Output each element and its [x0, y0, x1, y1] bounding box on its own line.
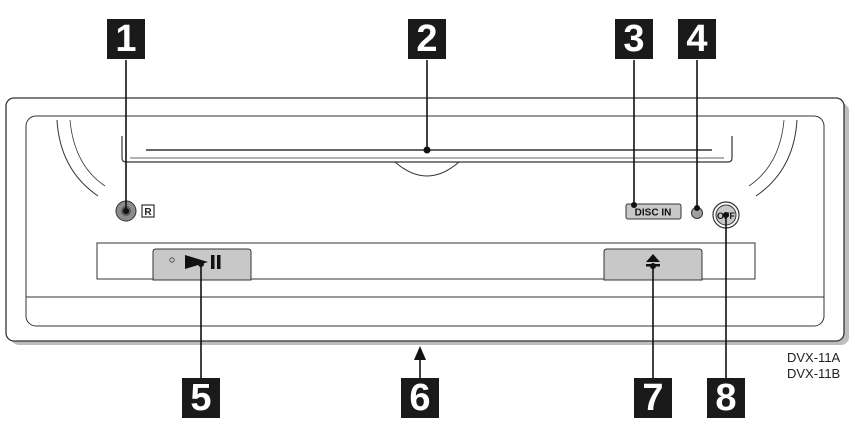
eject-icon-triangle — [646, 254, 660, 262]
callout-5: 5 — [182, 378, 220, 418]
pause-icon-bar-right — [217, 255, 221, 269]
button-recess — [96, 242, 756, 280]
leader-dot-8 — [723, 212, 729, 218]
play-icon — [185, 255, 208, 269]
leader-dot-4 — [694, 205, 700, 211]
bezel-left-curve-inner — [69, 119, 106, 187]
disc-in-badge — [625, 203, 682, 220]
bezel-right-curve — [755, 119, 798, 197]
disc-slot-notch — [394, 161, 460, 177]
callout-4: 4 — [678, 19, 716, 59]
leader-lines — [125, 60, 727, 378]
disc-in-label: DISC IN — [635, 208, 672, 219]
leader-dot-3 — [631, 202, 637, 208]
leader-dots — [123, 146, 729, 269]
leader-dot-2 — [423, 146, 431, 154]
callout-3: 3 — [615, 19, 653, 59]
leader-dot-1 — [123, 208, 129, 214]
callout-7: 7 — [634, 378, 672, 418]
pause-icon-bar-left — [211, 255, 215, 269]
leader-arrow-6 — [414, 346, 426, 360]
bezel-left-curve — [56, 119, 99, 197]
leader-dot-7 — [650, 263, 656, 269]
callout-1: 1 — [107, 19, 145, 59]
model-number-b: DVX-11B — [787, 366, 841, 381]
model-number-a: DVX-11A — [787, 350, 841, 365]
play-pause-indicator-dot — [169, 257, 175, 263]
callout-8: 8 — [707, 378, 745, 418]
disc-slot-outline — [121, 136, 733, 163]
disc-in-indicator: DISC IN — [625, 203, 682, 220]
leader-dot-5 — [198, 261, 204, 267]
ir-label-box — [141, 204, 155, 218]
callout-2: 2 — [408, 19, 446, 59]
callout-6: 6 — [401, 378, 439, 418]
ir-symbol: R — [144, 207, 152, 218]
bezel-right-curve-inner — [748, 119, 785, 187]
